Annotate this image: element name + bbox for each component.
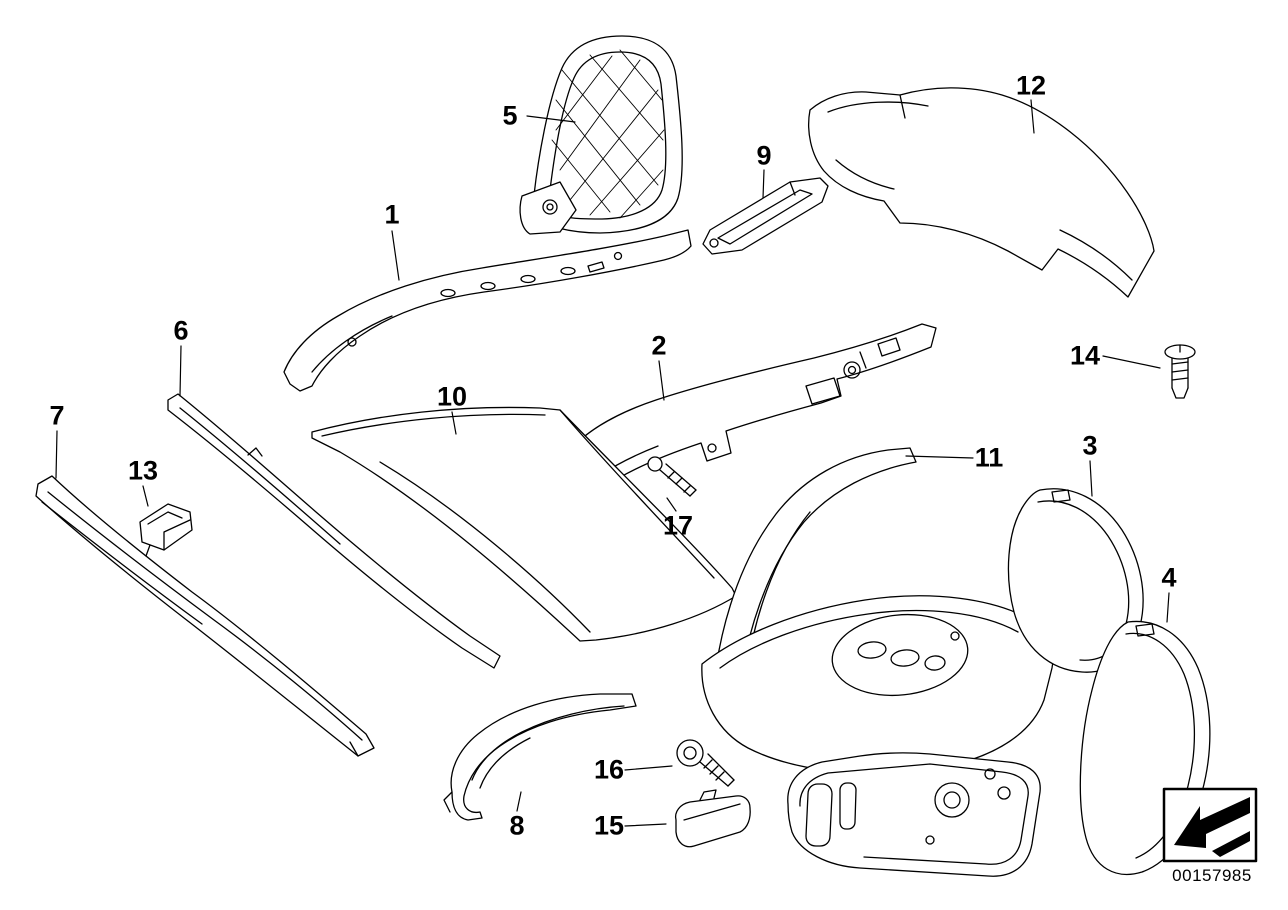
part-9-bracket-drawing (702, 177, 829, 255)
leader-line-10 (451, 411, 457, 435)
callout-6[interactable]: 6 (173, 315, 189, 346)
leader-line-14 (1102, 355, 1161, 369)
callout-7[interactable]: 7 (49, 400, 65, 431)
part-11-side-trim-drawing (701, 447, 1054, 774)
leader-line-1 (391, 230, 400, 281)
document-number: 00157985 (1172, 866, 1252, 885)
part-8-rail-cover-drawing (443, 693, 637, 821)
callout-16[interactable]: 16 (593, 754, 625, 785)
callout-11[interactable]: 11 (974, 442, 1004, 473)
leader-line-8 (516, 791, 522, 812)
direction-arrow-box (1162, 787, 1258, 863)
callout-10[interactable]: 10 (436, 381, 468, 412)
leader-line-17 (666, 497, 677, 512)
part-3-side-panel-drawing (1007, 488, 1144, 673)
callout-8[interactable]: 8 (509, 810, 525, 841)
part-16-screw-drawing (676, 739, 735, 787)
part-17-pin-drawing (647, 456, 697, 497)
callout-2[interactable]: 2 (651, 330, 667, 361)
leader-line-9 (762, 169, 765, 199)
leader-line-13 (142, 485, 149, 507)
leader-line-16 (624, 765, 673, 771)
leader-line-11 (905, 455, 974, 459)
leader-line-4 (1166, 592, 1170, 623)
leader-line-12 (1030, 99, 1035, 134)
leader-line-7 (55, 430, 58, 479)
part-14-rivet-drawing (1164, 344, 1196, 399)
part-1-seat-rail-drawing (283, 229, 692, 392)
callout-15[interactable]: 15 (593, 810, 625, 841)
callout-1[interactable]: 1 (384, 199, 400, 230)
leader-line-5 (526, 115, 576, 123)
callout-14[interactable]: 14 (1069, 340, 1101, 371)
callout-12[interactable]: 12 (1015, 70, 1047, 101)
switch-panel-drawing (787, 752, 1041, 877)
part-15-cover-cap-drawing (674, 789, 751, 848)
leader-line-15 (624, 823, 667, 827)
callout-5[interactable]: 5 (502, 100, 518, 131)
leader-line-3 (1089, 460, 1093, 497)
leader-lines (55, 99, 1170, 827)
leader-line-2 (658, 360, 665, 401)
callout-3[interactable]: 3 (1082, 430, 1098, 461)
leader-line-6 (179, 345, 182, 397)
part-7-trim-strip-drawing (35, 475, 375, 757)
part-12-rear-trim-drawing (808, 87, 1155, 298)
part-13-clip-drawing (139, 503, 193, 557)
callout-4[interactable]: 4 (1161, 562, 1177, 593)
part-5-backrest-frame-drawing (519, 35, 683, 235)
direction-arrow-icon (1174, 797, 1250, 848)
callout-13[interactable]: 13 (127, 455, 159, 486)
callout-17[interactable]: 17 (662, 510, 694, 541)
callout-9[interactable]: 9 (756, 140, 772, 171)
part-6-trim-strip-drawing (167, 393, 501, 669)
part-10-sill-panel-drawing (311, 406, 737, 642)
